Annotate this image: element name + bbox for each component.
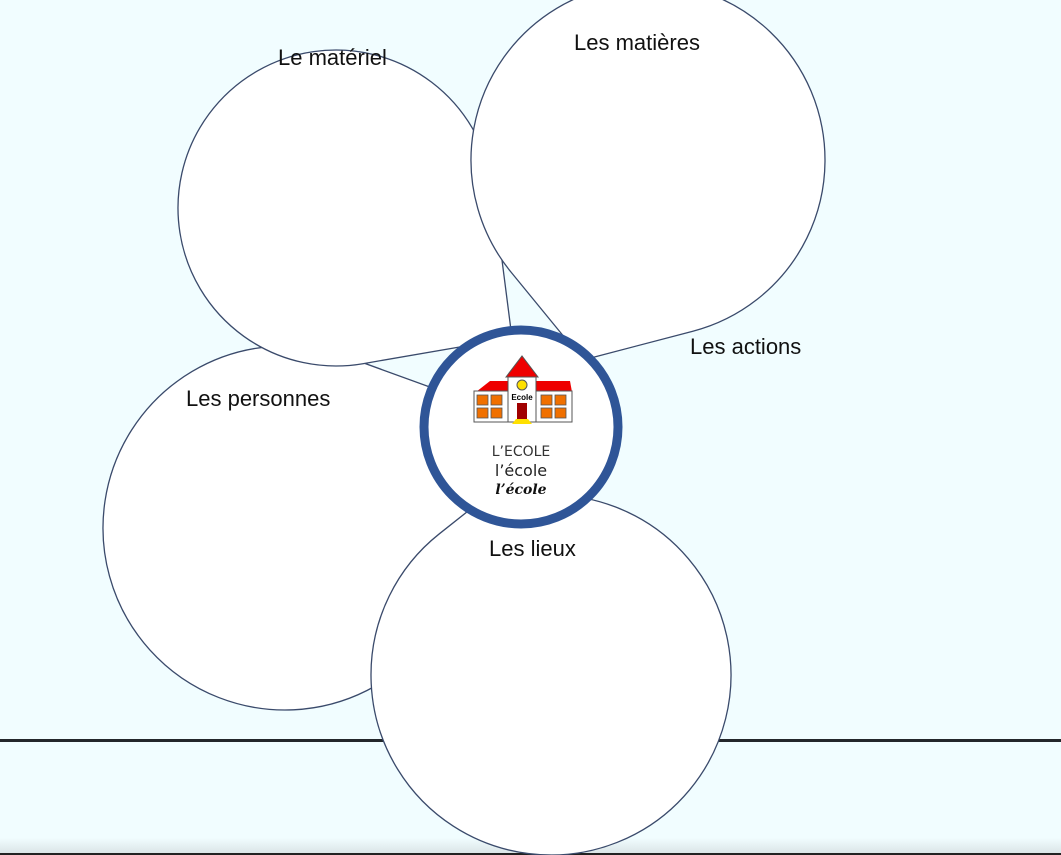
petal-label-matieres: Les matières: [574, 30, 700, 55]
petal-label-lieux: Les lieux: [489, 536, 576, 561]
school-icon: Ecole: [473, 355, 573, 424]
petal-materiel: [177, 49, 513, 367]
school-sign: Ecole: [511, 393, 533, 402]
center-title-cursive: l’école: [495, 482, 546, 498]
petal-label-materiel: Le matériel: [278, 45, 387, 70]
petal-lieux: [370, 494, 732, 855]
center-title-lower: l’école: [495, 461, 547, 480]
petal-label-personnes: Les personnes: [186, 386, 331, 411]
center-logo: Ecole L’ECOLE l’école l’école: [419, 325, 623, 529]
center-title-caps: L’ECOLE: [492, 444, 551, 460]
petal-matieres: [470, 0, 826, 361]
petal-label-actions: Les actions: [690, 334, 802, 359]
